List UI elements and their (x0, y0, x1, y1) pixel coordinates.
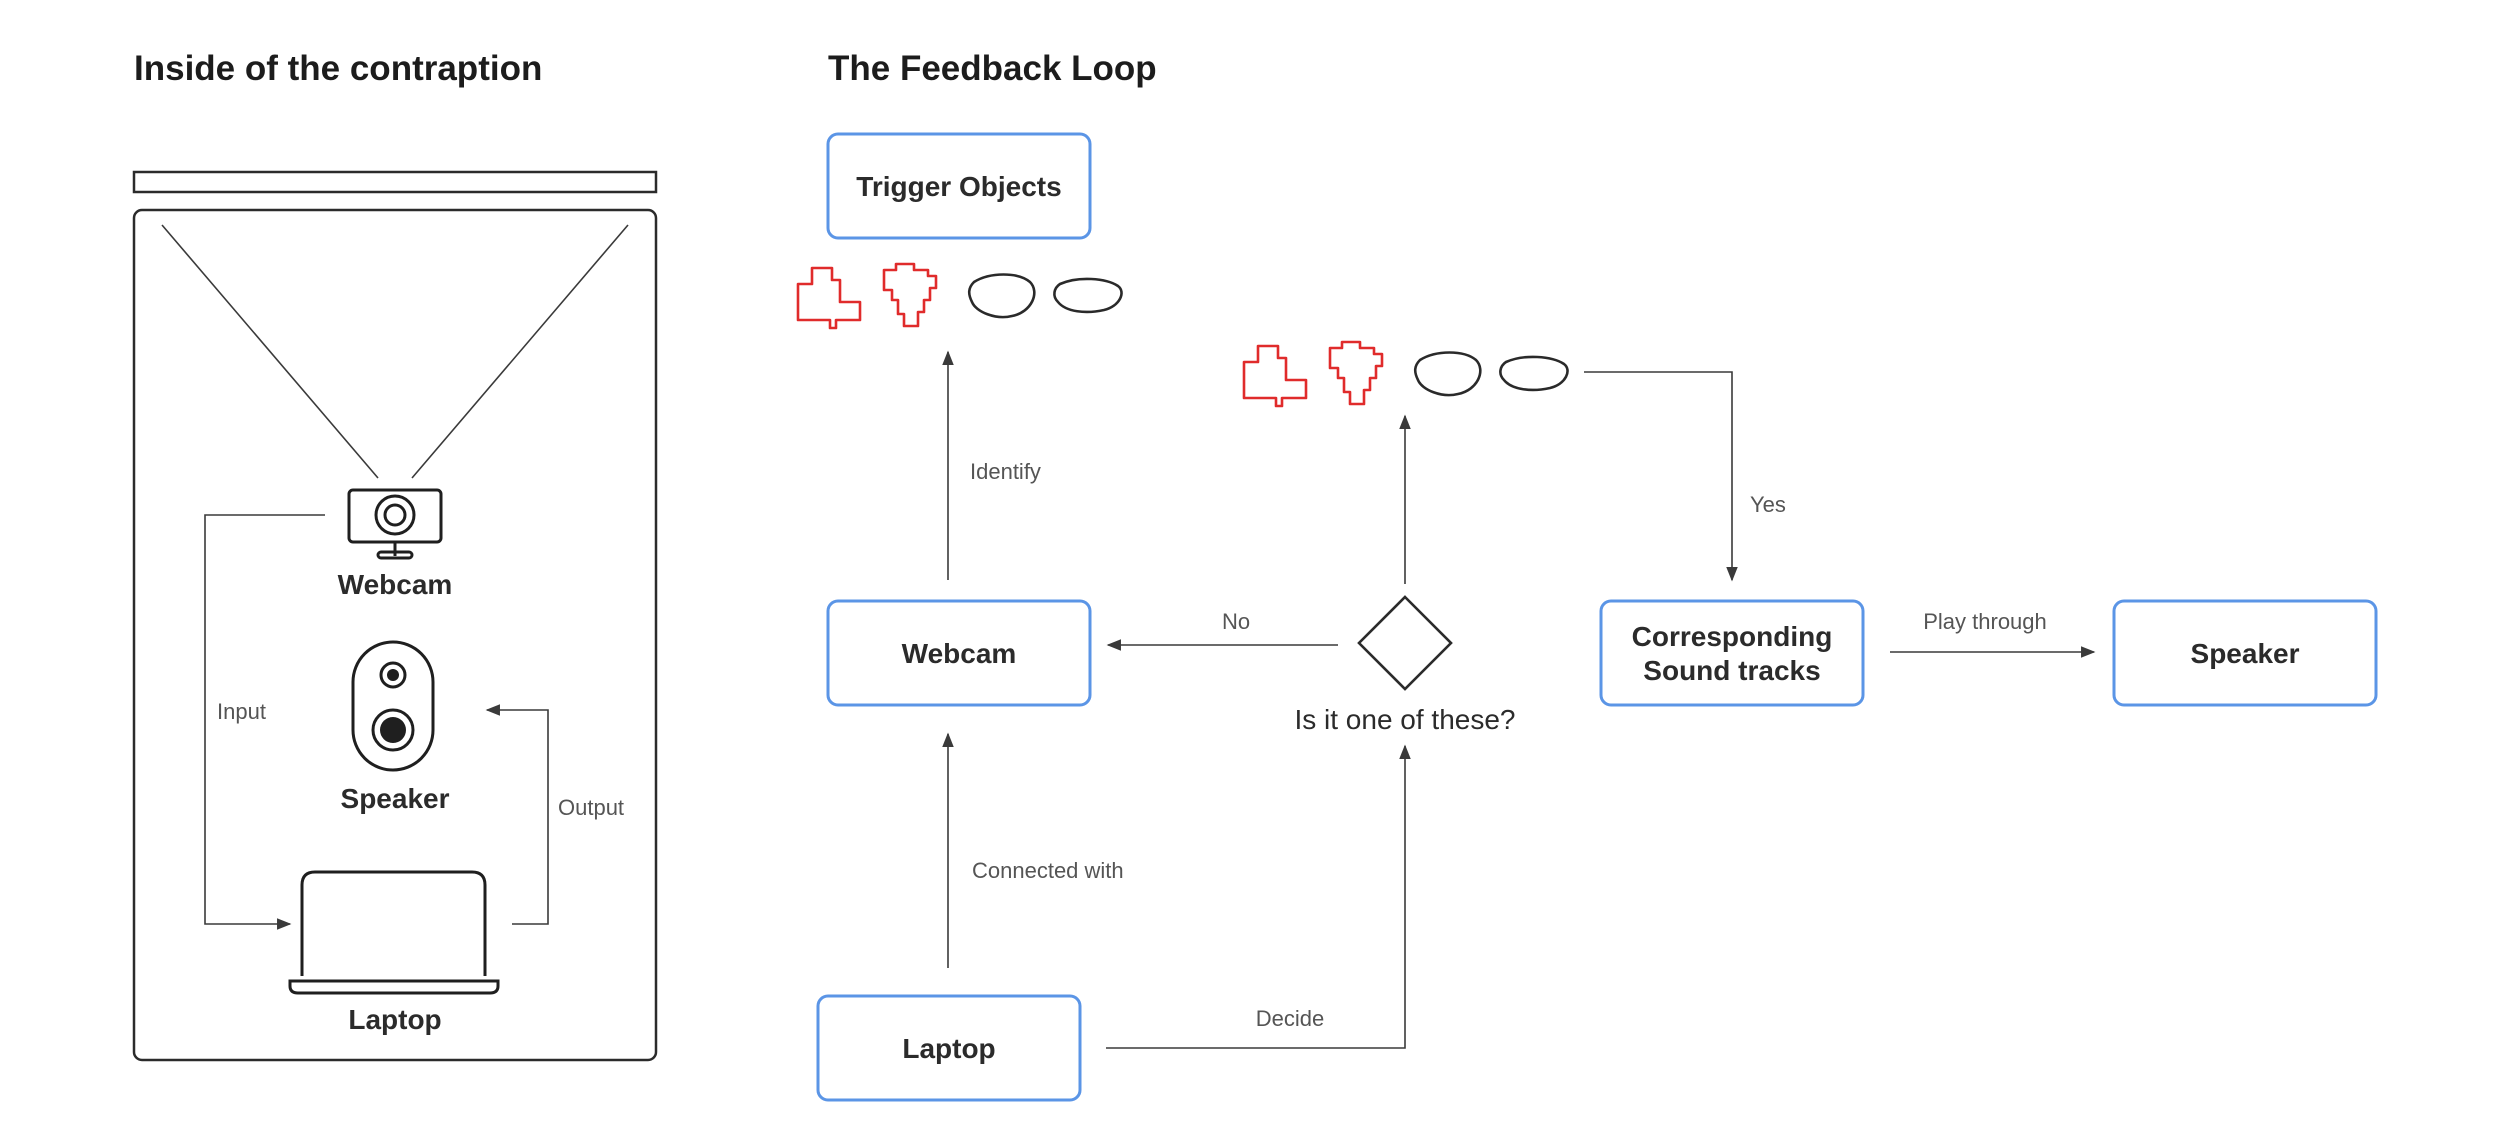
speaker-label: Speaker (341, 783, 450, 814)
decision-label: Is it one of these? (1294, 704, 1515, 735)
sound-tracks-label-line2: Sound tracks (1643, 655, 1820, 686)
laptop-icon (288, 870, 500, 995)
decide-label: Decide (1256, 1006, 1324, 1031)
object-shape-blob-2 (1053, 277, 1123, 314)
output-label: Output (558, 795, 624, 820)
candidate-shape-red-1 (1242, 344, 1308, 408)
webcam-label: Webcam (338, 569, 453, 600)
sound-tracks-node: Corresponding Sound tracks (1599, 599, 1865, 707)
laptop-node: Laptop (816, 994, 1082, 1102)
decide-arrow (1106, 744, 1411, 1049)
yes-label: Yes (1750, 492, 1786, 517)
trigger-shape-red-1 (796, 266, 862, 330)
contraption-frame (132, 208, 658, 1062)
candidate-shape-red-2 (1328, 340, 1384, 406)
output-connector (485, 704, 549, 925)
yes-arrow (1584, 371, 1738, 582)
trigger-objects-node: Trigger Objects (826, 132, 1092, 240)
connected-with-label: Connected with (972, 858, 1124, 883)
no-label: No (1222, 609, 1250, 634)
fov-line-left (161, 224, 379, 479)
object-shape-blob-1 (967, 273, 1036, 319)
input-label: Input (217, 699, 266, 724)
candidate-shape-blob-1 (1413, 351, 1482, 397)
webcam-node-label: Webcam (902, 638, 1017, 669)
speaker-node-label: Speaker (2191, 638, 2300, 669)
sound-tracks-label-line1: Corresponding (1632, 621, 1833, 652)
laptop-node-label: Laptop (902, 1033, 995, 1064)
webcam-node: Webcam (826, 599, 1092, 707)
candidate-shape-blob-2 (1499, 355, 1569, 392)
input-connector (204, 514, 325, 930)
fov-line-right (411, 224, 629, 479)
right-panel-title: The Feedback Loop (828, 49, 1157, 88)
left-panel-title: Inside of the contraption (134, 49, 542, 88)
play-through-label: Play through (1923, 609, 2047, 634)
decision-node (1357, 595, 1453, 691)
speaker-icon (351, 640, 435, 772)
contraption-top-bar (132, 170, 658, 194)
webcam-icon (347, 488, 443, 560)
trigger-objects-label: Trigger Objects (856, 171, 1061, 202)
trigger-objects-row (796, 262, 1123, 330)
speaker-node: Speaker (2112, 599, 2378, 707)
candidate-objects-row (1242, 340, 1569, 408)
trigger-shape-red-2 (882, 262, 938, 328)
identify-label: Identify (970, 459, 1041, 484)
laptop-label: Laptop (348, 1004, 441, 1035)
